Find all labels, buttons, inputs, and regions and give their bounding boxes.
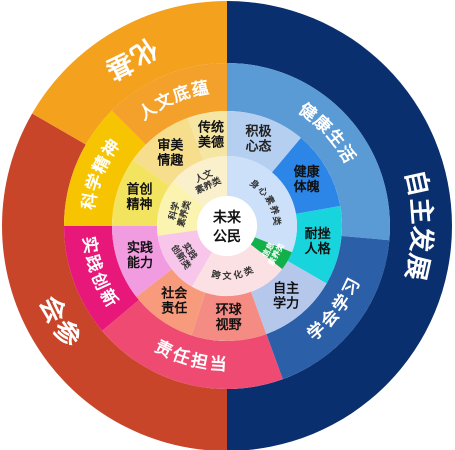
inner-segment-label: 实践能力 [127, 240, 153, 271]
inner-segment [191, 291, 267, 341]
core-segment [157, 181, 205, 236]
core-segment [192, 244, 283, 296]
inner-segment [271, 137, 341, 214]
inner-segment-label: 环球视野 [216, 302, 243, 333]
inner-segment-label: 传统美德 [197, 119, 224, 150]
inner-segment-label: 耐挫人格 [305, 226, 332, 257]
inner-segment [132, 117, 204, 186]
inner-segment-label: 健康体魄 [294, 164, 321, 195]
inner-segment [187, 111, 227, 161]
outer-segment [2, 113, 227, 450]
outer-segment [227, 1, 452, 450]
core-segment [227, 156, 297, 253]
middle-segment [64, 110, 146, 226]
inner-segment-label: 积极心态 [245, 124, 272, 155]
center-disc [197, 196, 257, 256]
inner-segment-label: 审美情趣 [157, 138, 184, 169]
middle-segment [266, 236, 390, 380]
outer-segment [32, 1, 227, 145]
center-label-line2: 公民 [213, 229, 241, 245]
inner-segment [250, 261, 327, 335]
core-segment [157, 230, 212, 287]
middle-segment [63, 226, 139, 331]
center-label-line1: 未来 [213, 209, 242, 226]
inner-segment [136, 269, 206, 336]
inner-segment [112, 160, 170, 226]
inner-segment [227, 111, 301, 173]
middle-segment [111, 63, 227, 145]
inner-segment [112, 226, 172, 297]
inner-segment [287, 206, 342, 284]
core-segment [173, 156, 227, 207]
core-segment [250, 237, 292, 270]
inner-segment-label: 首创精神 [126, 182, 152, 213]
middle-segment [227, 63, 390, 241]
inner-segment-label: 自主学力 [273, 280, 299, 311]
middle-segment [102, 299, 283, 389]
inner-segment-label: 社会责任 [160, 285, 188, 316]
